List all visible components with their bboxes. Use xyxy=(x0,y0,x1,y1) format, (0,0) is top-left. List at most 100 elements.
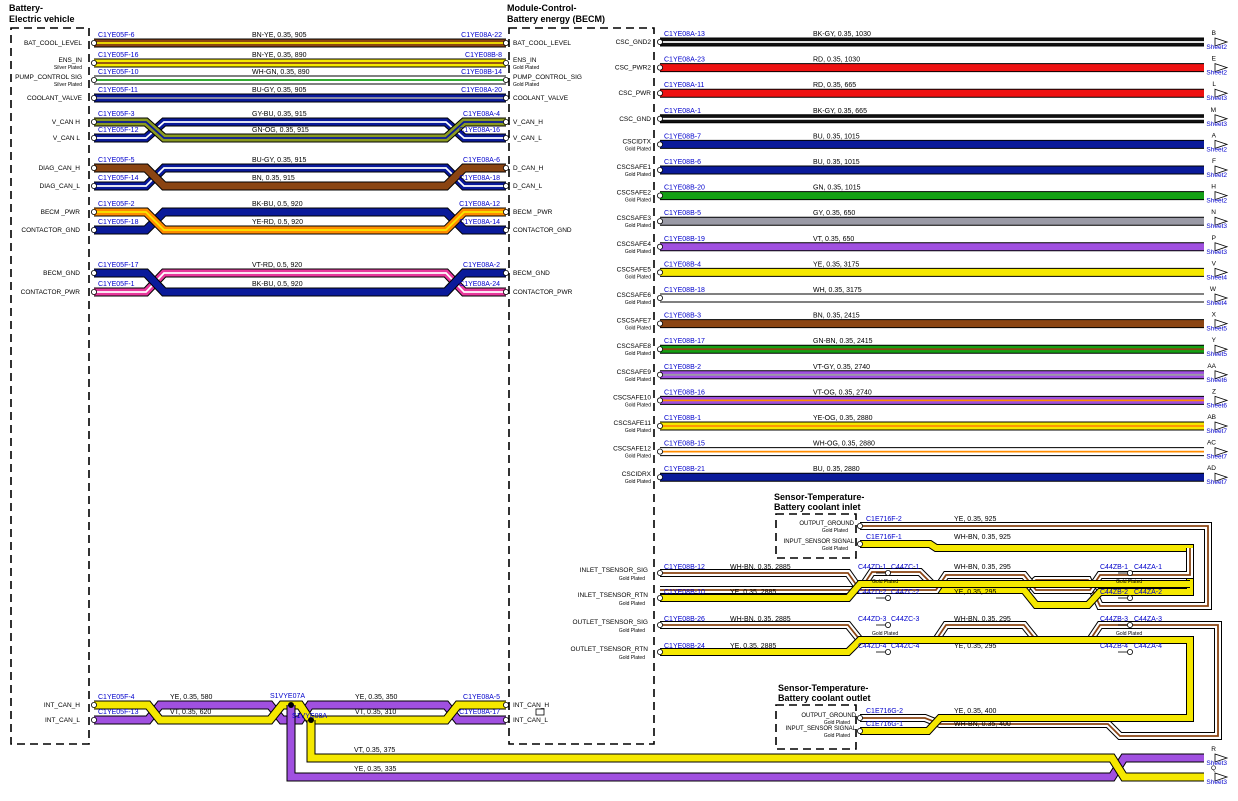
pin-terminal xyxy=(857,715,864,722)
connector-label: C1YE05F-4 xyxy=(98,694,135,701)
pin-label: DIAG_CAN_L xyxy=(40,183,81,190)
connector-label: C1YE05F-10 xyxy=(98,69,139,76)
connector-label: C1YE05F-3 xyxy=(98,111,135,118)
wire-stripe xyxy=(94,272,506,293)
connector-label: C44ZA-4 xyxy=(1134,643,1162,650)
wire-stripe xyxy=(860,543,1191,606)
inline-connector-pin xyxy=(885,622,892,629)
pin-terminal xyxy=(502,717,509,724)
sensor-outlet-title: Battery coolant outlet xyxy=(778,693,871,703)
sheet-ref: Sheet6 xyxy=(1206,377,1227,384)
wire-spec: BK-BU, 0.5, 920 xyxy=(252,281,303,288)
connector-label: C44ZB-1 xyxy=(1100,564,1128,571)
pin-terminal xyxy=(502,95,509,102)
sensor-inlet-title: Battery coolant inlet xyxy=(774,502,861,512)
off-sheet-arrow xyxy=(1214,395,1229,405)
connector-label: C1YE05F-6 xyxy=(98,32,135,39)
connector-label: C1E716G-1 xyxy=(866,721,903,728)
sheet-tag: H xyxy=(1211,184,1216,191)
pin-terminal xyxy=(657,422,664,429)
sheet-tag: L xyxy=(1212,81,1216,88)
pin-label: INT_CAN_H xyxy=(44,702,80,709)
pin-terminal xyxy=(91,226,98,233)
pin-terminal xyxy=(91,164,98,171)
wire-spec: GN-BN, 0.35, 2415 xyxy=(813,338,873,345)
pin-terminal xyxy=(91,95,98,102)
connector-label: C1YE08B-15 xyxy=(664,441,705,448)
wire-spec: YE-RD, 0.5, 920 xyxy=(252,219,303,226)
wire-spec: BN, 0.35, 915 xyxy=(252,175,295,182)
pin-terminal xyxy=(657,474,664,481)
twisted-pair-wire xyxy=(94,268,506,297)
plating-label: Gold Plated xyxy=(1116,579,1142,585)
connector-label: C1E716G-2 xyxy=(866,708,903,715)
connector-label: C44ZD-4 xyxy=(858,643,887,650)
wire-spec: YE, 0.35, 295 xyxy=(954,589,997,596)
sensor-outlet-box xyxy=(775,704,857,750)
connector-label: C1YE08A-16 xyxy=(459,127,500,134)
pin-terminal xyxy=(857,523,864,530)
sheet-tag: F xyxy=(1212,158,1216,165)
sheet-tag: AD xyxy=(1207,465,1216,472)
twisted-pair-wire xyxy=(94,207,506,235)
pin-terminal xyxy=(657,595,664,602)
wire-spec: WH-BN, 0.35, 925 xyxy=(954,534,1011,541)
twisted-pair-wire xyxy=(94,268,506,297)
connector-label: C1YE05F-11 xyxy=(98,87,138,94)
inline-connector-pin xyxy=(1127,622,1134,629)
plating-label: Gold Plated xyxy=(625,326,651,332)
wire-spec: WH-BN, 0.35, 400 xyxy=(954,721,1011,728)
pin-label: CSC_GND2 xyxy=(616,39,652,46)
sheet-ref: Sheet4 xyxy=(1206,274,1227,281)
plating-label: Gold Plated xyxy=(619,576,645,582)
connector-label: C1YE08B-4 xyxy=(664,261,701,268)
connector-label: C1YE08B-26 xyxy=(664,616,705,623)
off-sheet-arrow xyxy=(1214,114,1229,124)
sheet-tag: Y xyxy=(1212,337,1217,344)
connector-label: C1YE08B-17 xyxy=(664,338,705,345)
off-sheet-arrow xyxy=(1214,344,1229,354)
pin-terminal xyxy=(91,288,98,295)
sensor-wire xyxy=(860,540,1194,609)
pin-label: CONTACTOR_GND xyxy=(513,227,572,234)
plating-label: Gold Plated xyxy=(625,402,651,408)
pin-terminal xyxy=(91,208,98,215)
sheet-ref: Sheet3 xyxy=(1206,223,1227,230)
wire-spec: YE, 0.35, 925 xyxy=(954,516,997,523)
sheet-tag: Z xyxy=(1212,388,1216,395)
pin-terminal xyxy=(502,288,509,295)
plating-label: Gold Plated xyxy=(872,631,898,637)
off-sheet-arrow xyxy=(1214,242,1229,252)
pin-terminal xyxy=(91,40,98,47)
wire-spec: VT-RD, 0.5, 920 xyxy=(252,262,302,269)
sheet-tag: X xyxy=(1212,312,1217,319)
pin-label: V_CAN_L xyxy=(513,135,542,142)
plating-label: Gold Plated xyxy=(625,351,651,357)
off-sheet-arrow xyxy=(1214,139,1229,149)
pin-terminal xyxy=(657,294,664,301)
connector-label: C1YE08B-16 xyxy=(664,389,705,396)
pin-terminal xyxy=(91,134,98,141)
pin-label: BAT_COOL_LEVEL xyxy=(513,40,571,47)
connector-label: C44ZC-1 xyxy=(891,564,920,571)
sheet-ref: Sheet6 xyxy=(1206,402,1227,409)
connector-label: C1YE08A-17 xyxy=(459,709,500,716)
pin-terminal xyxy=(857,728,864,735)
pin-terminal xyxy=(657,269,664,276)
pin-terminal xyxy=(502,40,509,47)
pin-label: PUMP_CONTROL_SIG xyxy=(513,74,582,81)
wire-spec: BK-GY, 0.35, 665 xyxy=(813,108,867,115)
connector-label: C44ZB-3 xyxy=(1100,616,1128,623)
wire-spec: BK-GY, 0.35, 1030 xyxy=(813,31,871,38)
sheet-ref: Sheet2 xyxy=(1206,70,1227,77)
connector-label: C44ZA-3 xyxy=(1134,616,1162,623)
plating-label: Gold Plated xyxy=(619,601,645,607)
plating-label: Gold Plated xyxy=(625,223,651,229)
connector-label: C1YE08B-5 xyxy=(664,210,701,217)
pin-label: CSCIDTX xyxy=(622,138,651,145)
connector-label: C1YE08A-1 xyxy=(664,108,701,115)
pin-terminal xyxy=(502,134,509,141)
connector-label: C44ZA-2 xyxy=(1134,589,1162,596)
connector-label: C1YE08A-4 xyxy=(463,111,500,118)
